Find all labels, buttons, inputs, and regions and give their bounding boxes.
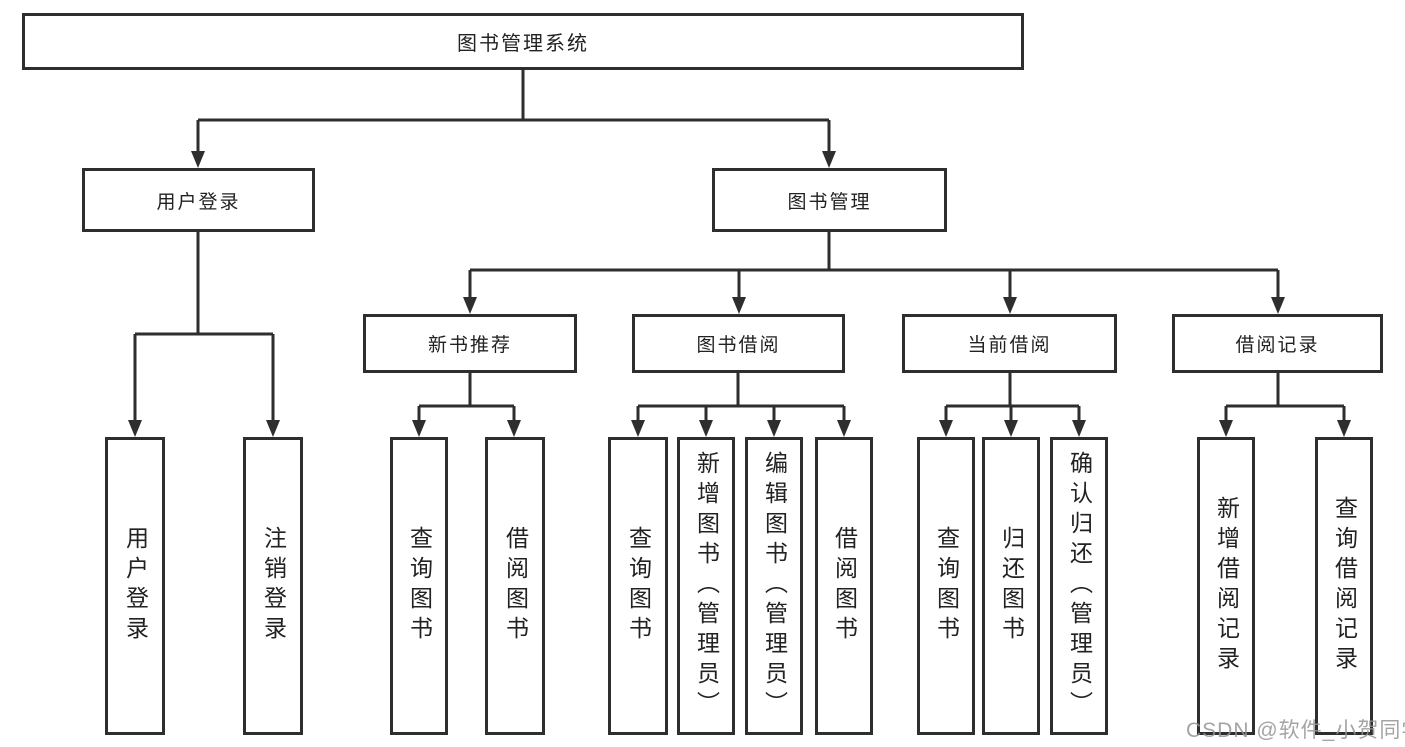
leaf-label: 查询借阅记录 <box>1331 496 1358 676</box>
node-branch-book-management: 图书管理 <box>712 168 947 232</box>
node-module-borrow-records: 借阅记录 <box>1172 314 1383 373</box>
node-leaf-add-borrow-record: 新增借阅记录 <box>1197 437 1255 735</box>
node-leaf-logout: 注销登录 <box>243 437 303 735</box>
node-leaf-borrow-books: 借阅图书 <box>815 437 873 735</box>
node-leaf-user-login: 用户登录 <box>105 437 165 735</box>
node-leaf-borrow-books-recommend: 借阅图书 <box>485 437 545 735</box>
leaf-label: 编辑图书（管理员） <box>761 451 788 721</box>
leaf-label: 新增借阅记录 <box>1213 496 1240 676</box>
node-leaf-edit-books-admin: 编辑图书（管理员） <box>745 437 803 735</box>
leaf-label: 新增图书（管理员） <box>693 451 720 721</box>
node-leaf-return-books: 归还图书 <box>982 437 1040 735</box>
leaf-label: 用户登录 <box>122 526 149 646</box>
leaf-label: 查询图书 <box>406 526 433 646</box>
node-branch-user-login: 用户登录 <box>82 168 315 232</box>
leaf-label: 注销登录 <box>260 526 287 646</box>
node-leaf-query-borrow-record: 查询借阅记录 <box>1315 437 1373 735</box>
node-leaf-add-books-admin: 新增图书（管理员） <box>677 437 735 735</box>
leaf-label: 借阅图书 <box>502 526 529 646</box>
leaf-label: 归还图书 <box>998 526 1025 646</box>
node-leaf-query-books-current: 查询图书 <box>917 437 975 735</box>
node-root-library-system: 图书管理系统 <box>22 13 1024 70</box>
node-module-new-book-recommend: 新书推荐 <box>363 314 577 373</box>
node-leaf-confirm-return-admin: 确认归还（管理员） <box>1050 437 1108 735</box>
node-leaf-query-books-borrow: 查询图书 <box>608 437 668 735</box>
leaf-label: 查询图书 <box>933 526 960 646</box>
node-module-book-borrow: 图书借阅 <box>632 314 845 373</box>
node-module-current-borrow: 当前借阅 <box>902 314 1117 373</box>
leaf-label: 查询图书 <box>625 526 652 646</box>
csdn-watermark: CSDN @软件_小贺同学 <box>1186 719 1405 742</box>
leaf-label: 确认归还（管理员） <box>1066 451 1093 721</box>
leaf-label: 借阅图书 <box>831 526 858 646</box>
node-leaf-query-books-recommend: 查询图书 <box>390 437 448 735</box>
